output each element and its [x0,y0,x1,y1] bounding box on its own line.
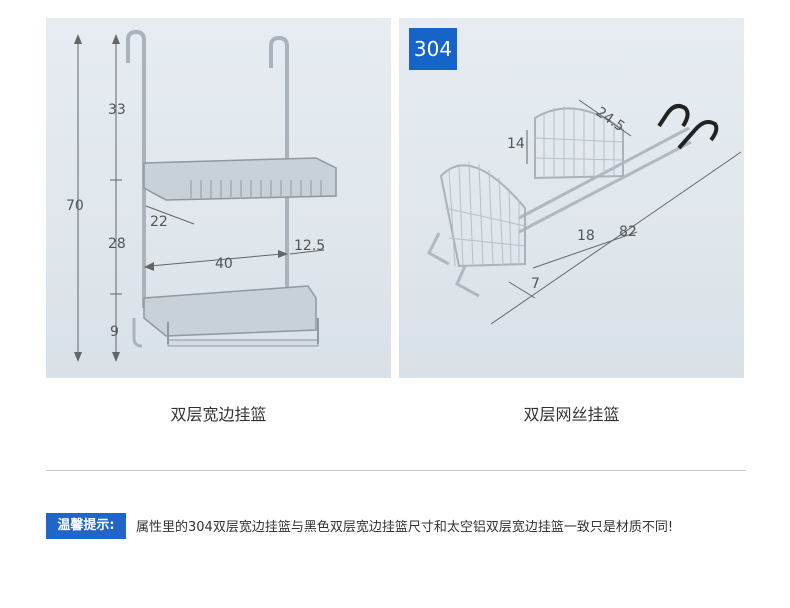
product-image-aluminum-basket: 70 33 28 9 22 40 12.5 [46,18,391,378]
product-image-wire-basket: 24.5 14 18 82 7 304 [399,18,744,378]
dim-top-height: 33 [108,102,126,118]
dim-inner-depth: 18 [577,228,595,244]
wire-basket-illustration: 24.5 14 18 82 7 [427,99,742,325]
dim-length: 82 [619,224,637,240]
dim-depth: 22 [150,214,168,230]
caption-left: 双层宽边挂篮 [170,405,267,424]
aluminum-basket-illustration: 70 33 28 9 22 40 12.5 [66,29,337,362]
dim-mid-height: 28 [108,236,126,252]
dim-basket-height: 14 [507,136,525,152]
material-badge: 304 [409,28,457,70]
section-divider [46,470,746,471]
dim-bottom: 7 [531,276,540,292]
notice-label: 温馨提示: [46,513,126,539]
dim-width: 40 [215,256,233,272]
dim-bottom-height: 9 [110,324,119,340]
caption-right: 双层网丝挂篮 [523,405,620,424]
dim-total-height: 70 [66,198,84,214]
dim-side: 12.5 [294,238,325,254]
notice-text: 属性里的304双层宽边挂篮与黑色双层宽边挂篮尺寸和太空铝双层宽边挂篮一致只是材质… [136,520,674,535]
